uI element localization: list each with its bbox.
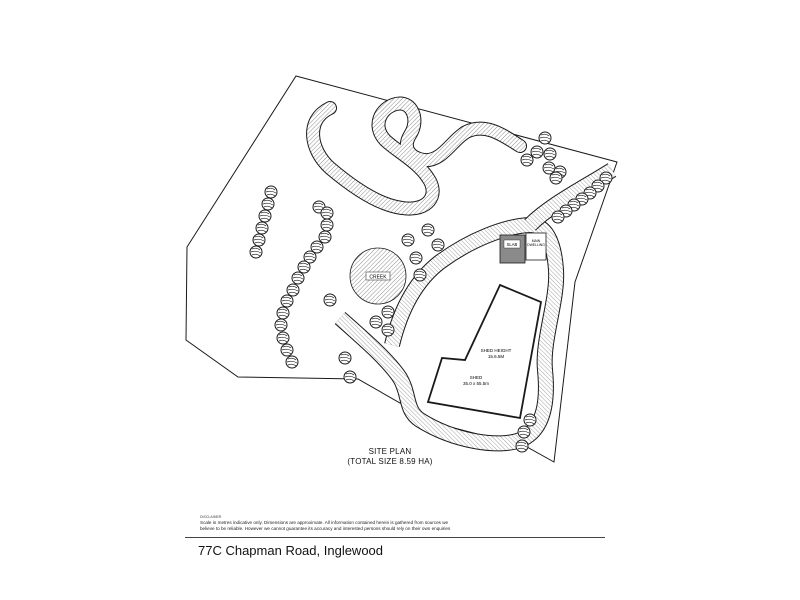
- tree-cluster-north-east: [520, 131, 567, 185]
- footer-divider: [185, 537, 605, 538]
- site-plan-size: (TOTAL SIZE 8.59 HA): [347, 457, 433, 466]
- property-address: 77C Chapman Road, Inglewood: [198, 543, 384, 558]
- creek-label: CREEK: [369, 275, 387, 281]
- disclaimer-text: Scale in metres indicative only. Dimensi…: [200, 520, 600, 532]
- main-dwelling-label-2: DWELLING: [527, 243, 545, 247]
- disclaimer-line-2: believe to be reliable. However we canno…: [200, 526, 451, 531]
- shed-height-label: SHED HEIGHT: [481, 348, 512, 353]
- site-plan-title: SITE PLAN: [368, 447, 412, 456]
- shed: [426, 283, 543, 420]
- slab: [499, 234, 526, 264]
- main-dwelling: [525, 232, 547, 261]
- tree-row-central: [274, 200, 334, 369]
- disclaimer-line-1: Scale in metres indicative only. Dimensi…: [200, 520, 449, 525]
- shed-height-value: 15.6.5M: [488, 354, 505, 359]
- tree-row-west: [249, 185, 278, 259]
- shed-label: SHED: [470, 375, 483, 380]
- disclaimer-heading: DISCLAIMER: [200, 515, 222, 519]
- shed-size-label: 35.0 x 55.5m: [463, 381, 489, 386]
- main-dwelling-label-1: MAIN: [532, 239, 541, 243]
- slab-label: SLAB: [507, 242, 518, 247]
